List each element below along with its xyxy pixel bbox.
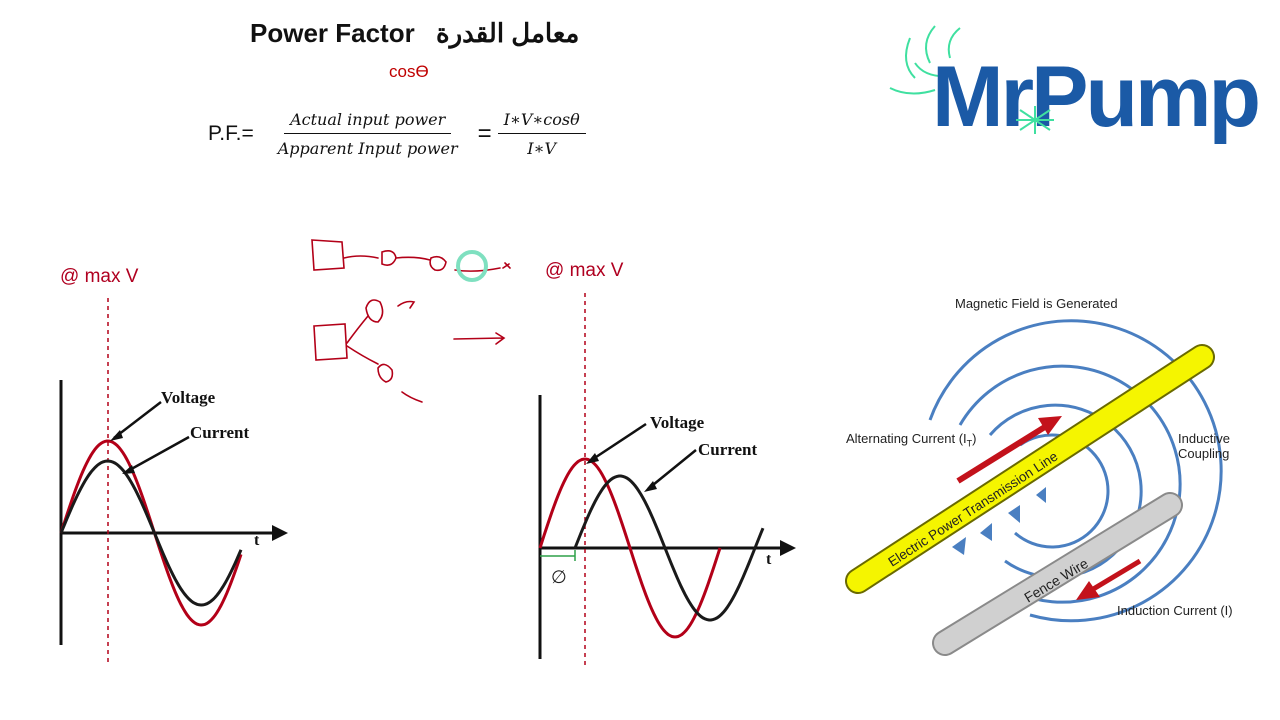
phase-angle-label: ∅	[551, 567, 567, 588]
subtitle-cos: cosϴ	[389, 62, 429, 81]
right-current-label: Current	[698, 440, 758, 459]
alternating-current-text: Alternating Current (I	[846, 431, 967, 446]
fraction-numerator: Actual input power	[284, 110, 452, 134]
mrpump-logo: MrPump	[889, 25, 1260, 145]
voltage-pointer-arrow	[113, 401, 162, 439]
right-voltage-label: Voltage	[650, 413, 705, 432]
right-waveform-graph	[538, 293, 796, 665]
field-arrowheads-icon	[952, 487, 1046, 555]
logo-text: MrPump	[932, 49, 1258, 145]
current-curve	[59, 459, 243, 607]
alternating-current-close: )	[972, 431, 977, 446]
arrowhead-icon	[586, 453, 599, 464]
equals-sign: =	[477, 120, 492, 147]
inductive-coupling-line-1: Inductive	[1178, 431, 1231, 446]
left-max-v-label: @ max V	[60, 266, 139, 287]
x-axis-arrow-icon	[272, 525, 288, 541]
induction-arrow-line	[1088, 558, 1142, 594]
inductive-coupling-label: Inductive Coupling	[1178, 431, 1230, 461]
transmission-line-label: Electric Power Transmission Line	[885, 449, 1060, 570]
power-factor-formula: P.F.= Actual input power Apparent Input …	[208, 110, 586, 158]
x-axis-arrow-icon	[780, 540, 796, 556]
fence-wire	[932, 492, 1183, 656]
handwritten-sketch	[311, 239, 511, 403]
current-pointer-arrow	[647, 449, 697, 490]
sketch-strokes	[311, 239, 511, 403]
voltage-curve	[538, 457, 722, 639]
current-arrow-line	[956, 422, 1050, 484]
page-title: Power Factor معامل القدرة	[250, 18, 579, 49]
alternating-current-sub: T	[966, 438, 973, 449]
title-arabic: معامل القدرة	[435, 18, 580, 48]
alternating-current-label: Alternating Current (IT)	[846, 431, 977, 449]
left-current-label: Current	[190, 423, 250, 442]
left-waveform-graph	[59, 298, 288, 666]
induction-arrowhead-icon	[1076, 581, 1100, 600]
fraction-denominator: Apparent Input power	[277, 139, 458, 158]
fraction-power: Actual input power Apparent Input power	[272, 110, 464, 158]
left-t-label: t	[254, 532, 260, 549]
arrowhead-icon	[110, 430, 123, 441]
logo-spark-icon	[1016, 106, 1054, 134]
left-voltage-label: Voltage	[161, 388, 216, 407]
transmission-line	[845, 344, 1215, 594]
voltage-pointer-arrow	[589, 422, 647, 463]
arrowhead-icon	[122, 465, 135, 474]
current-arrowhead-icon	[1038, 416, 1062, 435]
fraction-numerator: I∗V∗cosθ	[497, 110, 586, 134]
fraction-current-voltage: I∗V∗cosθ I∗V	[497, 110, 586, 158]
title-english: Power Factor	[250, 18, 415, 48]
formula-lhs: P.F.=	[208, 122, 254, 145]
right-max-v-label: @ max V	[545, 260, 624, 281]
current-curve	[573, 474, 765, 622]
induction-current-label: Induction Current (I)	[1117, 603, 1233, 618]
logo-arcs-icon	[889, 25, 961, 95]
cursor-highlight-icon	[456, 250, 488, 282]
right-t-label: t	[766, 551, 772, 568]
magnetic-field-label: Magnetic Field is Generated	[955, 296, 1118, 311]
fraction-denominator: I∗V	[527, 139, 557, 158]
current-pointer-arrow	[125, 435, 190, 474]
inductive-coupling-line-2: Coupling	[1178, 446, 1230, 461]
inductive-coupling-diagram: Fence Wire Electric Power Transmission L…	[845, 319, 1223, 656]
arrowhead-icon	[644, 481, 657, 492]
